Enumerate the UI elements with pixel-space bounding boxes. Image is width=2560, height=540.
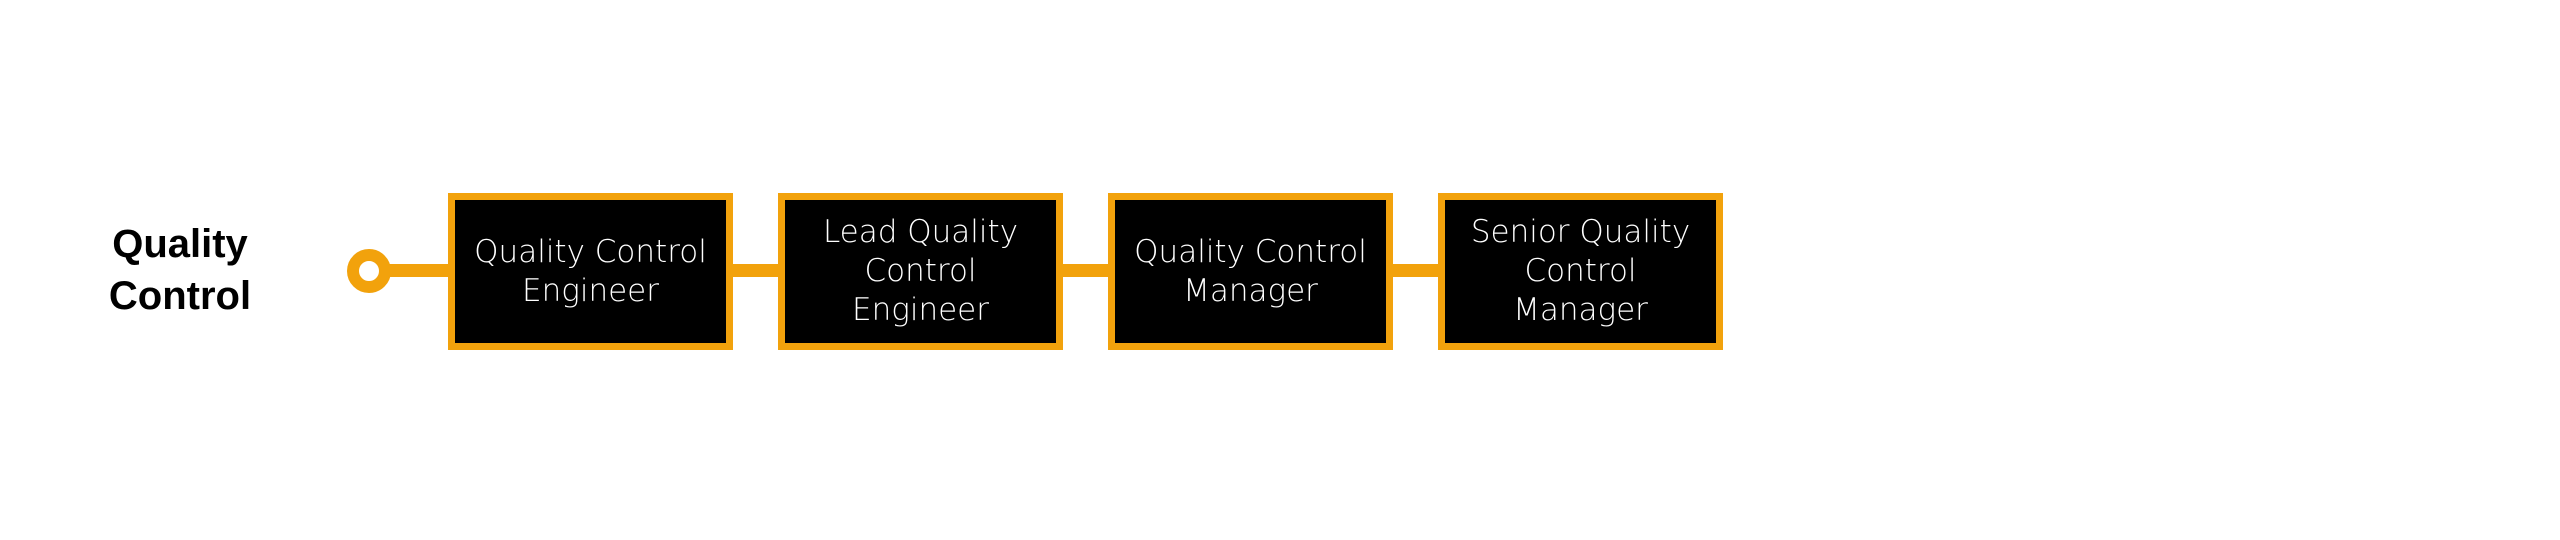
role-label: Quality Control Engineer xyxy=(474,233,707,309)
role-box: Quality Control Engineer xyxy=(448,193,733,350)
connector-line xyxy=(1385,264,1445,277)
role-box: Lead Quality Control Engineer xyxy=(778,193,1063,350)
role-label: Senior Quality Control Manager xyxy=(1470,214,1691,328)
start-node-icon xyxy=(347,249,391,293)
track-title: Quality Control xyxy=(108,222,252,318)
connector-line xyxy=(725,264,785,277)
connector-line xyxy=(380,264,460,277)
role-label: Quality Control Manager xyxy=(1134,233,1367,309)
role-box: Quality Control Manager xyxy=(1108,193,1393,350)
role-box: Senior Quality Control Manager xyxy=(1438,193,1723,350)
role-label: Lead Quality Control Engineer xyxy=(822,214,1019,328)
connector-line xyxy=(1055,264,1115,277)
